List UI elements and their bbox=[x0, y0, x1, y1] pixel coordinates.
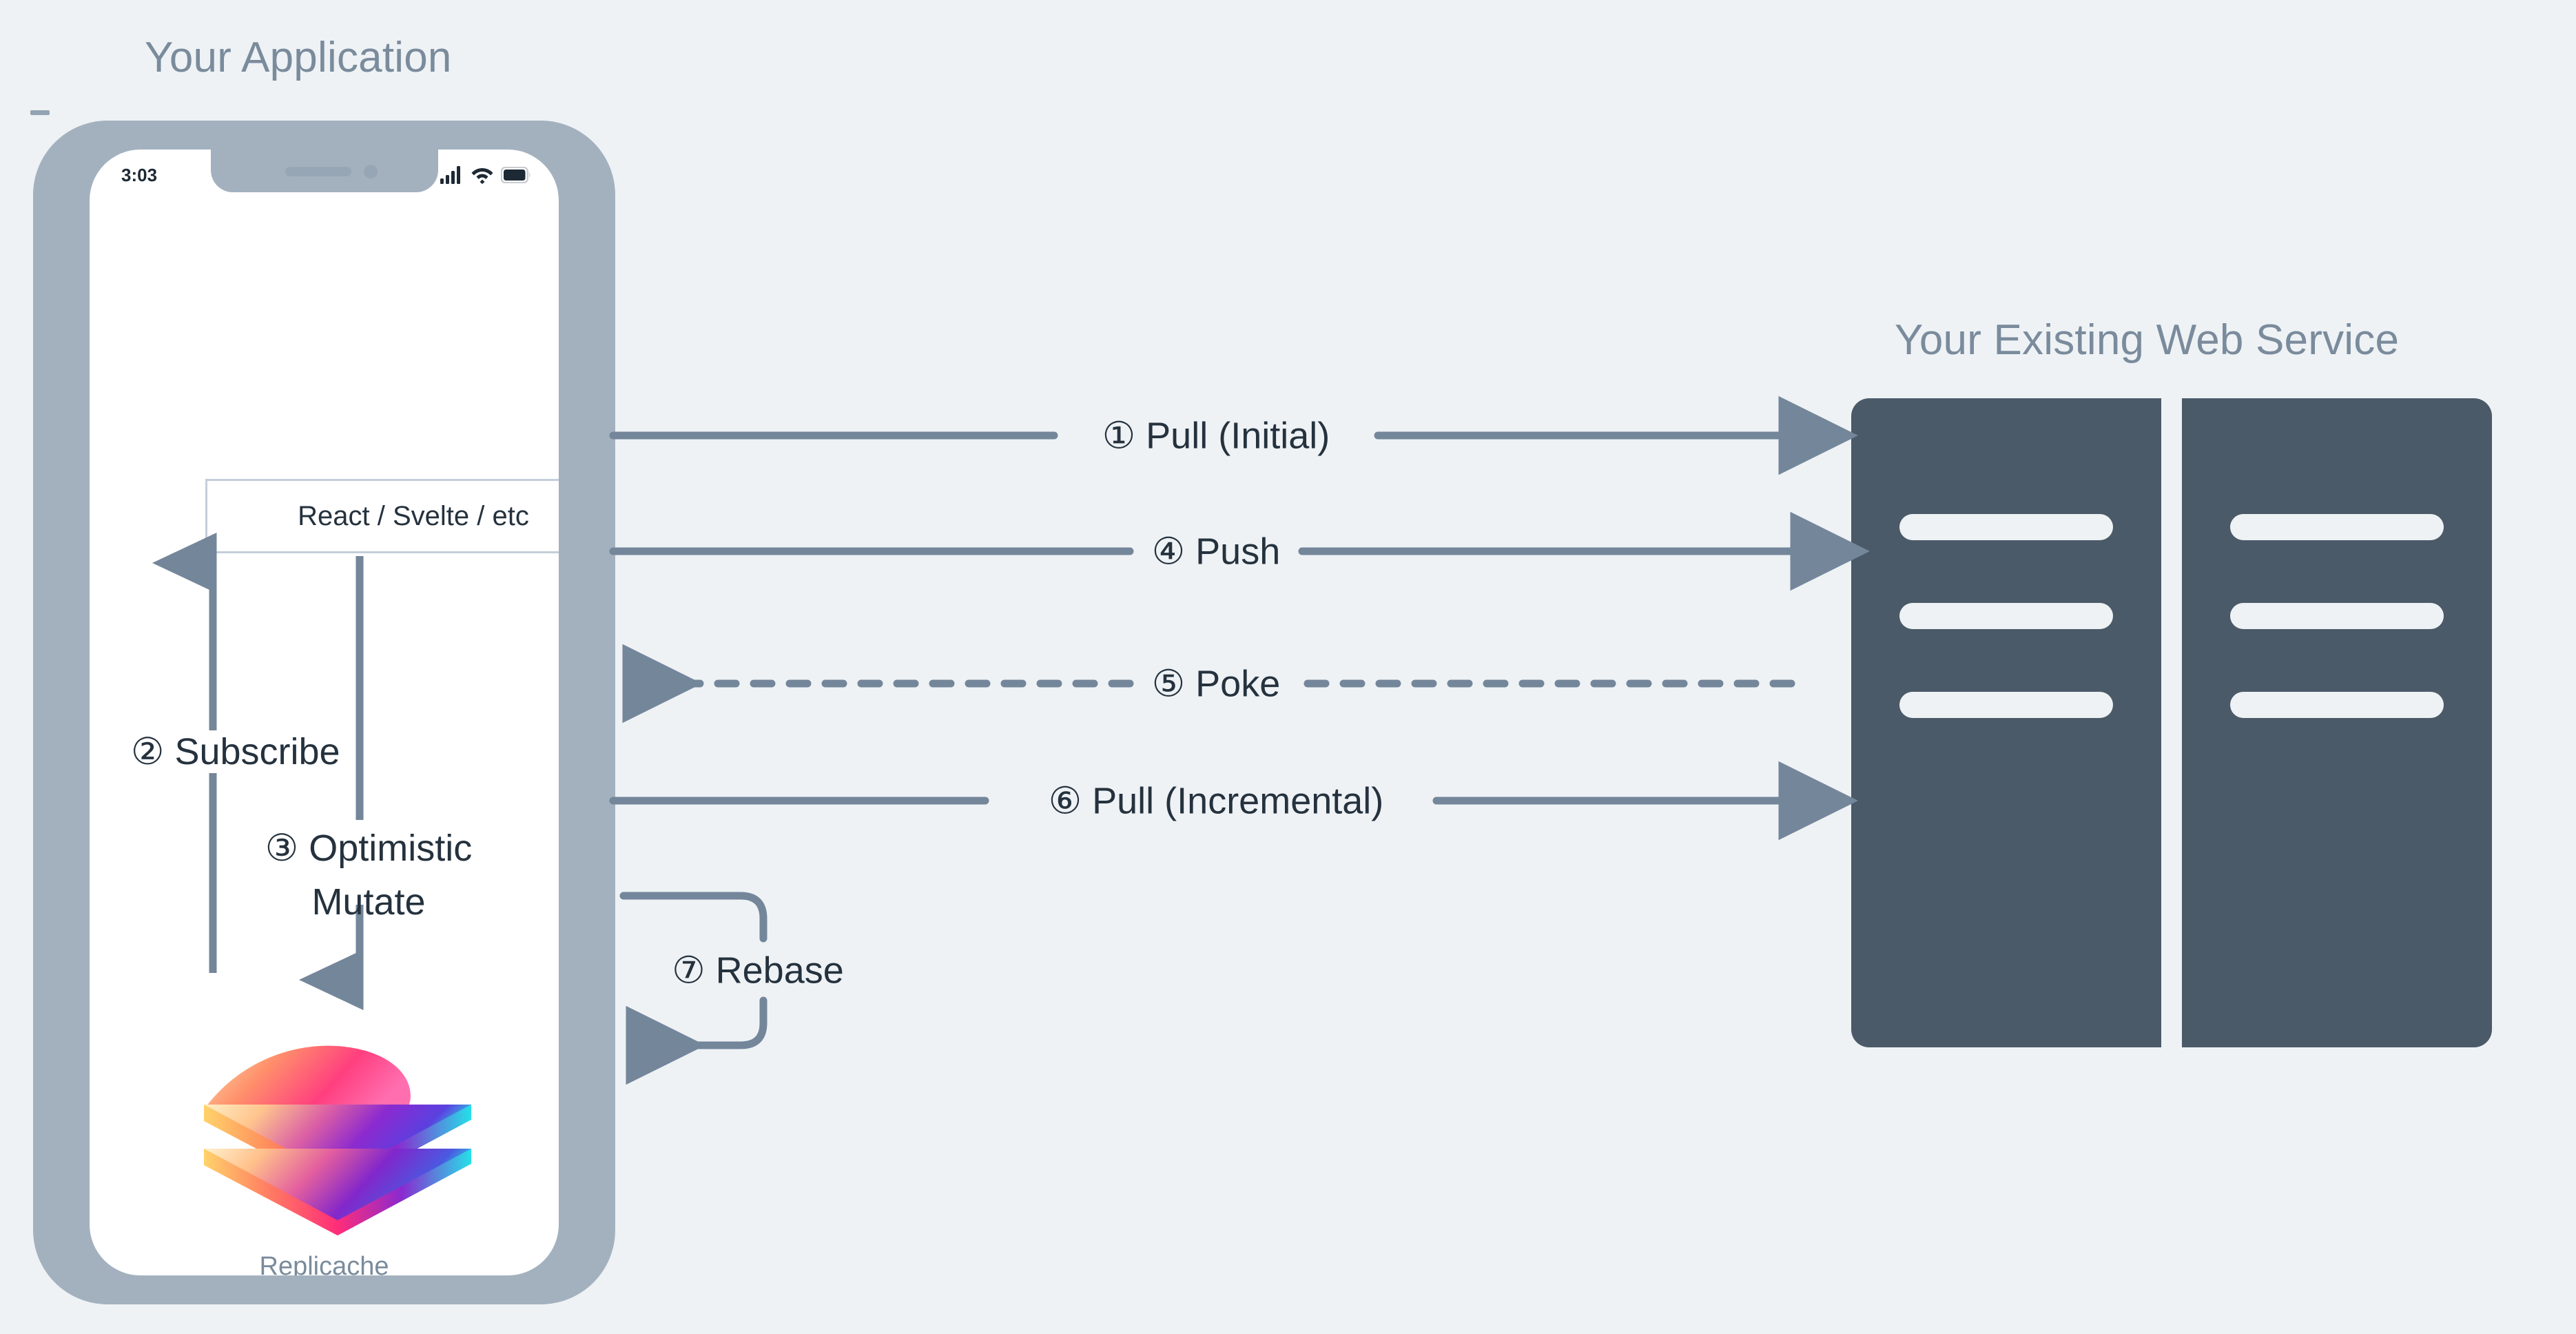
arrow-rebase-bottom bbox=[626, 996, 767, 1085]
corner-dash-mark bbox=[30, 110, 50, 115]
phone-device: 3:03 bbox=[33, 121, 615, 1304]
cellular-signal-icon bbox=[440, 166, 460, 184]
client-section-title: Your Application bbox=[145, 34, 452, 81]
phone-screen: 3:03 bbox=[90, 150, 559, 1275]
replicache-logo bbox=[193, 1045, 482, 1245]
camera-icon bbox=[363, 165, 378, 178]
framework-box-label: React / Svelte / etc bbox=[298, 500, 529, 531]
internal-arrows bbox=[152, 533, 364, 1010]
server-rack-bar bbox=[1899, 514, 2113, 540]
phone-notch bbox=[210, 150, 438, 192]
internal-step-subscribe-label: ② Subscribe bbox=[131, 730, 340, 773]
server-rack-bar bbox=[1899, 603, 2113, 629]
server-rack-bar bbox=[1899, 692, 2113, 718]
server-section-title: Your Existing Web Service bbox=[1895, 316, 2400, 364]
internal-step-subscribe-text: Subscribe bbox=[174, 731, 340, 772]
protocol-label-push: ④ Push bbox=[1144, 529, 1288, 573]
battery-icon bbox=[501, 167, 530, 183]
server-rack-left bbox=[1851, 398, 2161, 1047]
framework-box: React / Svelte / etc bbox=[205, 479, 559, 553]
server-rack-bar bbox=[2230, 514, 2444, 540]
internal-step-mutate-text-line1: Optimistic bbox=[309, 828, 473, 869]
server-rack-right bbox=[2182, 398, 2492, 1047]
speaker-icon bbox=[285, 167, 351, 176]
arrow-rebase-top bbox=[619, 892, 767, 943]
wifi-icon bbox=[471, 168, 493, 184]
server-rack-bar bbox=[2230, 603, 2444, 629]
internal-step-subscribe-number: ② bbox=[131, 731, 165, 772]
status-bar-icons bbox=[440, 165, 531, 185]
replicache-layers-icon bbox=[204, 1045, 471, 1235]
server-rack-bar bbox=[2230, 692, 2444, 718]
protocol-label-rebase: ⑦ Rebase bbox=[665, 948, 851, 992]
protocol-label-pull-initial: ① Pull (Initial) bbox=[1095, 413, 1337, 458]
internal-step-mutate-text-line2: Mutate bbox=[311, 881, 426, 923]
internal-step-mutate-number: ③ bbox=[265, 828, 299, 869]
protocol-label-pull-incremental: ⑥ Pull (Incremental) bbox=[1041, 779, 1391, 823]
protocol-label-poke: ⑤ Poke bbox=[1144, 661, 1288, 706]
status-bar-time: 3:03 bbox=[121, 165, 158, 185]
replicache-label: Replicache bbox=[259, 1252, 389, 1275]
internal-step-mutate-label: ③ Optimistic Mutate bbox=[207, 821, 530, 929]
